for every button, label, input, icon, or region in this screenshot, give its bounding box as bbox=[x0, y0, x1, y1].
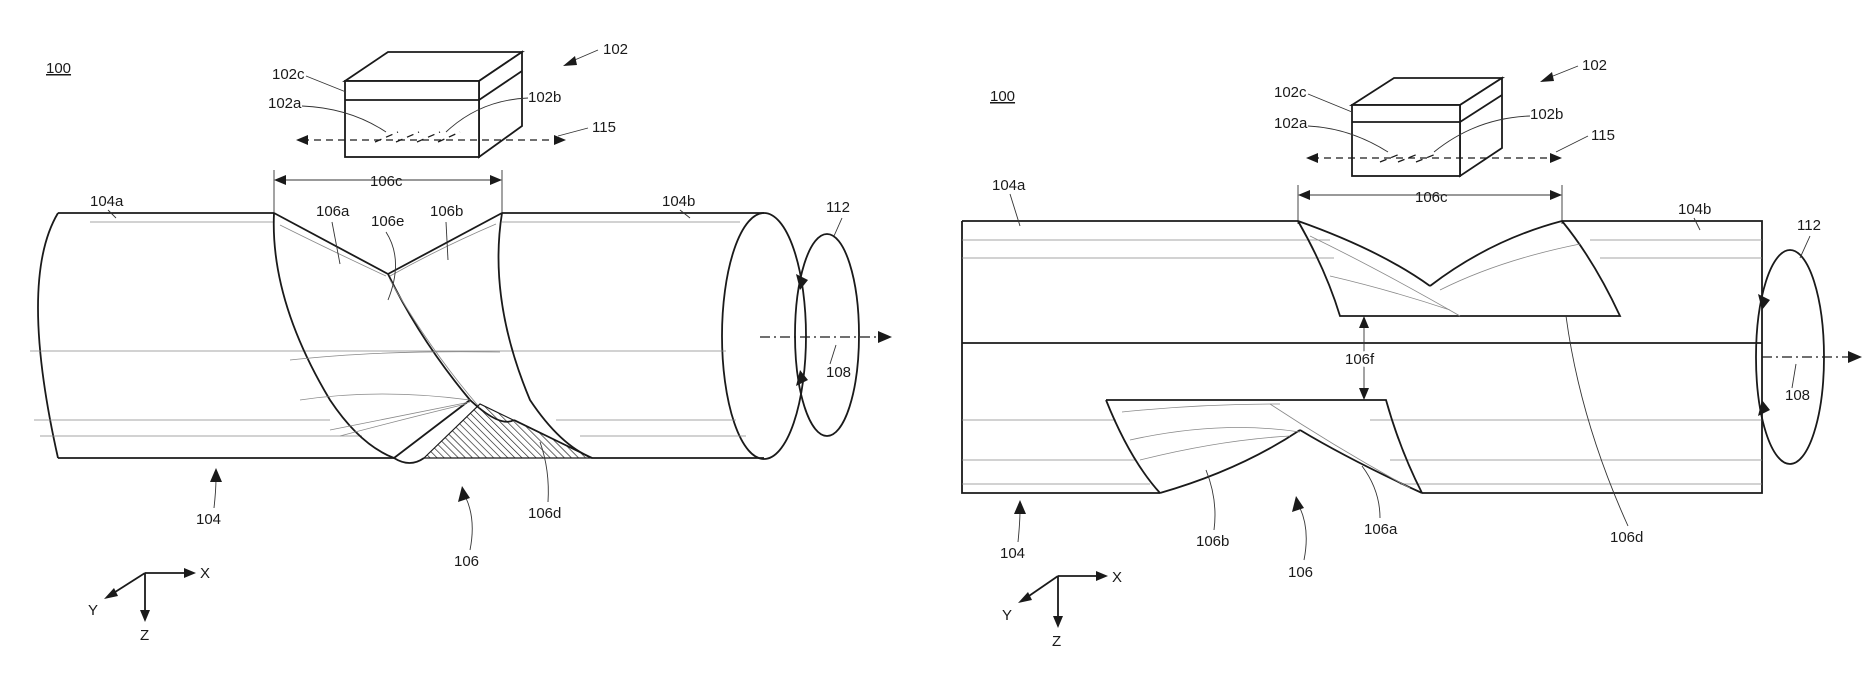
left-center-label: 108 bbox=[826, 364, 851, 381]
left-hatched-region bbox=[424, 404, 592, 458]
right-axis-line-label: 115 bbox=[1591, 127, 1615, 144]
right-body-label: 104 bbox=[1000, 545, 1025, 562]
right-notch-label: 106 bbox=[1288, 564, 1313, 581]
left-face-a-label: 106a bbox=[316, 203, 350, 220]
right-triad-x: X bbox=[1112, 569, 1122, 586]
right-sensor-top-label: 102c bbox=[1274, 84, 1307, 101]
right-axis-label: 112 bbox=[1797, 217, 1821, 234]
right-sensor-label: 102 bbox=[1582, 57, 1607, 74]
left-face-b-label: 106b bbox=[430, 203, 463, 220]
left-axis-label: 112 bbox=[826, 199, 850, 216]
left-triad-z: Z bbox=[140, 627, 149, 644]
right-width-label: 106c bbox=[1415, 189, 1448, 206]
right-end-a-label: 104a bbox=[992, 177, 1026, 194]
left-end-a-label: 104a bbox=[90, 193, 124, 210]
right-axes-triad: X Y Z bbox=[1002, 569, 1122, 650]
left-notch-label: 106 bbox=[454, 553, 479, 570]
left-sensor-b-label: 102b bbox=[528, 89, 561, 106]
left-sensor-block bbox=[296, 52, 566, 157]
left-triad-x: X bbox=[200, 565, 210, 582]
right-sensor-a-label: 102a bbox=[1274, 115, 1308, 132]
left-edge-label: 106e bbox=[371, 213, 404, 230]
left-sensor-top-label: 102c bbox=[272, 66, 305, 83]
left-figure: 100 102 102c 102a 102b 115 106c bbox=[30, 41, 892, 644]
right-sensor-block bbox=[1306, 78, 1562, 176]
left-hatch-label: 106d bbox=[528, 505, 561, 522]
left-width-label: 106c bbox=[370, 173, 403, 190]
right-figure: 100 102 102c 102a 102b 115 106c bbox=[962, 57, 1862, 650]
right-gap-label: 106f bbox=[1345, 351, 1375, 368]
left-triad-y: Y bbox=[88, 602, 98, 619]
left-axes-triad: X Y Z bbox=[88, 565, 210, 644]
right-triad-y: Y bbox=[1002, 607, 1012, 624]
left-end-b-label: 104b bbox=[662, 193, 695, 210]
right-face-b-label: 106b bbox=[1196, 533, 1229, 550]
right-edge-d-label: 106d bbox=[1610, 529, 1643, 546]
left-sensor-a-label: 102a bbox=[268, 95, 302, 112]
left-sensor-label: 102 bbox=[603, 41, 628, 58]
right-center-label: 108 bbox=[1785, 387, 1810, 404]
right-sensor-b-label: 102b bbox=[1530, 106, 1563, 123]
left-ref-label: 100 bbox=[46, 60, 71, 77]
right-end-b-label: 104b bbox=[1678, 201, 1711, 218]
left-body-label: 104 bbox=[196, 511, 221, 528]
right-triad-z: Z bbox=[1052, 633, 1061, 650]
left-cylinder bbox=[30, 213, 806, 463]
right-face-a-label: 106a bbox=[1364, 521, 1398, 538]
left-axis-line-label: 115 bbox=[592, 119, 616, 136]
right-ref-label: 100 bbox=[990, 88, 1015, 105]
right-body bbox=[962, 221, 1762, 526]
